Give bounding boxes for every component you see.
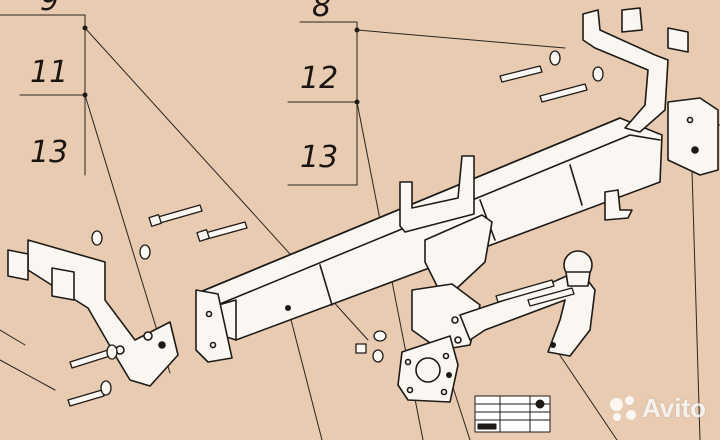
callout-mid-top: 8 [312, 0, 332, 24]
beam-top-tab [399, 155, 475, 233]
right-frame-bracket [582, 7, 689, 133]
right-end-plate [667, 97, 719, 176]
beam-left-plate [195, 289, 233, 363]
callout-left-top: 9 [40, 0, 60, 18]
callout-left-bottom: 13 [30, 135, 69, 170]
avito-watermark: Avito [609, 393, 706, 424]
title-block-stamp [474, 395, 551, 433]
fasteners [67, 50, 604, 407]
watermark-text: Avito [641, 393, 706, 423]
crossbar-beam [199, 117, 663, 341]
left-bracket [7, 239, 179, 387]
leader-dots [82, 25, 556, 378]
avito-logo-icon [609, 395, 636, 422]
callout-mid-mid: 12 [300, 61, 339, 96]
lower-hanger [604, 189, 633, 221]
callout-left-mid: 11 [30, 55, 69, 90]
callout-mid-bottom: 13 [300, 140, 339, 175]
socket-plate [397, 335, 459, 403]
